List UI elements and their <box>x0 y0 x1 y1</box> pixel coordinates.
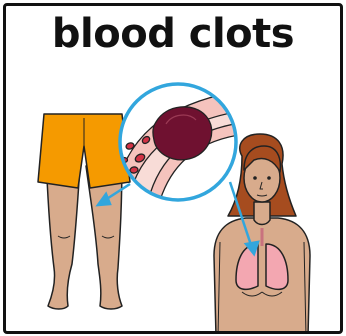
illustration <box>6 6 343 334</box>
blood-vessel-clot-magnifier-icon <box>114 84 246 216</box>
legs-in-shorts-icon <box>38 114 130 309</box>
blood-clots-card: blood clots <box>3 3 343 334</box>
